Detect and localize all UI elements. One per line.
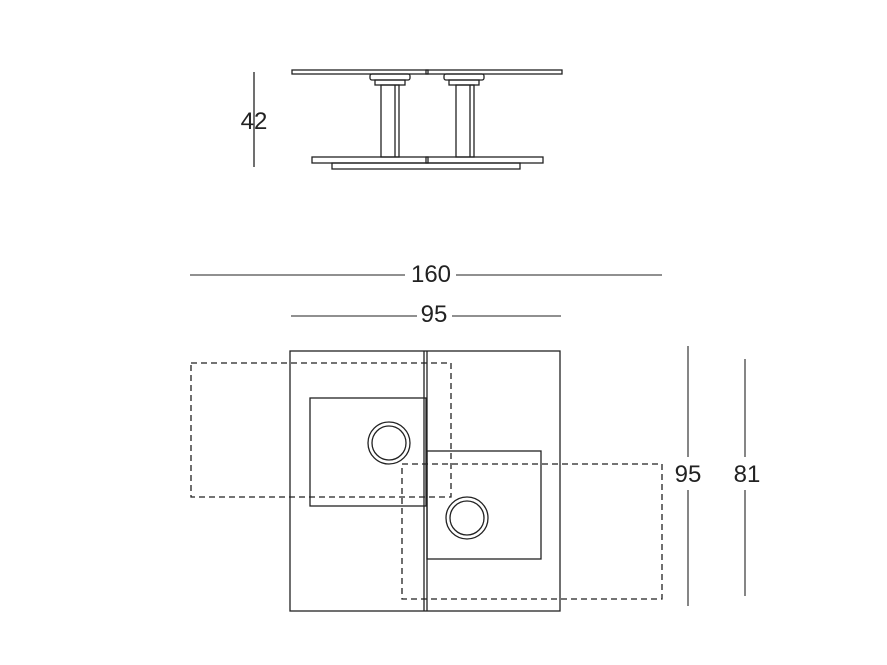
plan-view <box>190 350 663 612</box>
left-column-circle-outer <box>367 421 411 465</box>
right-column-circle-outer <box>445 496 489 540</box>
table-top-outline <box>289 350 561 612</box>
left-column-shaft <box>380 84 400 158</box>
right-column-cap <box>443 73 485 81</box>
top-plate-left <box>291 69 429 75</box>
left-column-cap <box>369 73 411 81</box>
side-elevation-view <box>253 69 563 170</box>
extended-right-panel-dashed <box>401 463 663 600</box>
overall-width-label: 160 <box>411 261 451 288</box>
inner-depth-label: 81 <box>734 461 761 488</box>
base-foot <box>331 162 521 170</box>
base-plate-right <box>425 156 544 164</box>
depth-label: 95 <box>675 461 702 488</box>
right-base-plate <box>426 450 542 560</box>
left-column-collar <box>374 79 406 86</box>
right-column-shaft <box>455 84 475 158</box>
left-base-plate <box>309 397 427 507</box>
height-dimension-label: 42 <box>241 108 268 135</box>
left-column-circle-inner <box>371 425 407 461</box>
depth-dimensions <box>687 346 746 606</box>
base-plate-left <box>311 156 429 164</box>
right-column-collar <box>448 79 480 86</box>
top-plate-right <box>425 69 563 75</box>
top-width-label: 95 <box>421 301 448 328</box>
right-column-circle-inner <box>449 500 485 536</box>
extended-left-panel-dashed <box>190 362 452 498</box>
